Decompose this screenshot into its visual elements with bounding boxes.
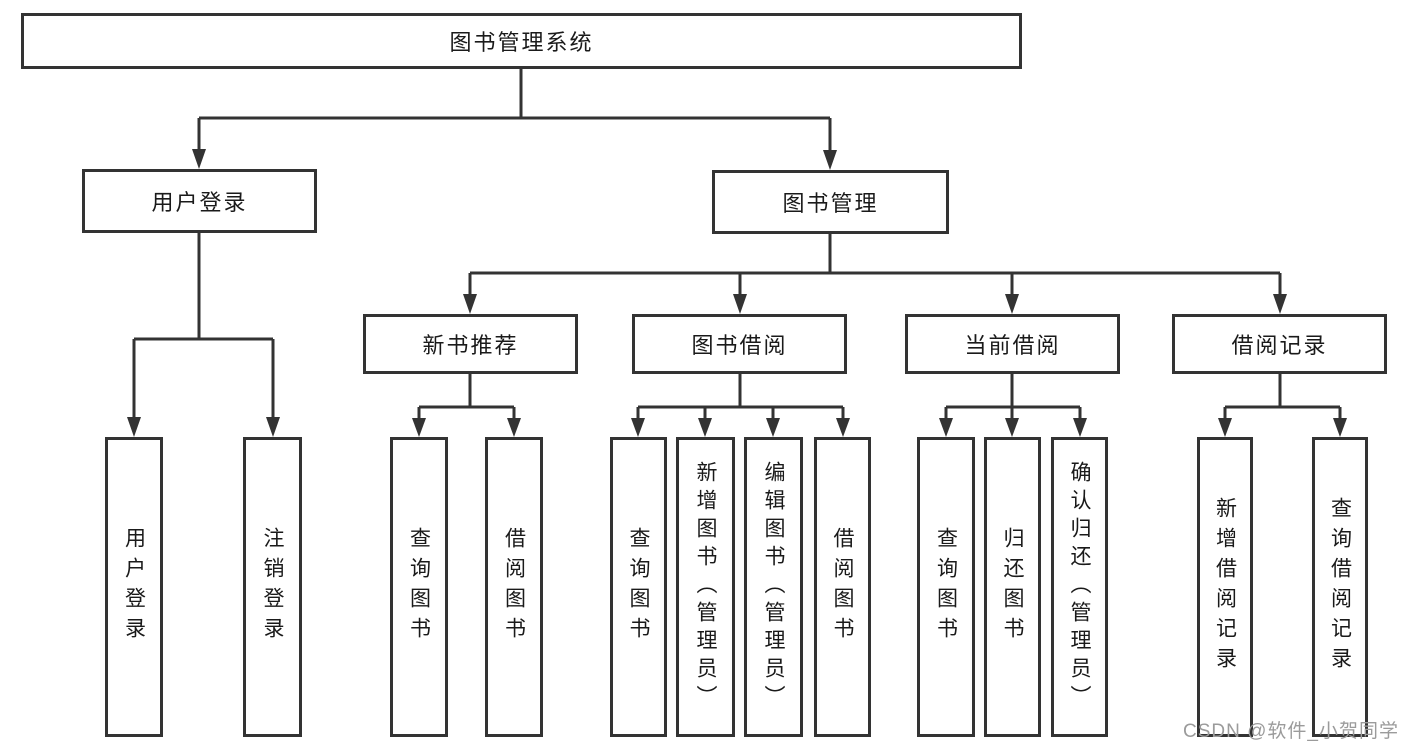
node-book-borrow-label: 图书借阅 [691, 333, 788, 358]
leaf-query-book-current-label: 查询图书 [934, 527, 958, 647]
leaf-edit-book-admin-label: 编辑图书（管理员） [762, 461, 785, 713]
node-new-book-rec-label: 新书推荐 [422, 333, 519, 358]
leaf-query-borrow-record: 查询借阅记录 [1312, 437, 1368, 737]
node-root: 图书管理系统 [21, 13, 1022, 69]
leaf-return-book-label: 归还图书 [1001, 527, 1024, 647]
leaf-add-borrow-record: 新增借阅记录 [1197, 437, 1253, 737]
leaf-query-borrow-record-label: 查询借阅记录 [1328, 497, 1352, 677]
connector-current-borrow-to-leaves [939, 374, 1087, 437]
connector-user-login-to-leaves [127, 233, 280, 437]
leaf-query-book-borrow: 查询图书 [610, 437, 667, 737]
csdn-watermark: CSDN @软件_小贺同学 [1183, 721, 1399, 742]
leaf-query-book-current: 查询图书 [917, 437, 975, 737]
node-root-label: 图书管理系统 [449, 30, 594, 55]
leaf-user-login: 用户登录 [105, 437, 163, 737]
leaf-query-book-rec: 查询图书 [390, 437, 448, 737]
node-current-borrow: 当前借阅 [905, 314, 1120, 374]
connector-root-to-level2 [192, 69, 837, 170]
leaf-query-book-borrow-label: 查询图书 [627, 527, 650, 647]
leaf-logout-label: 注销登录 [261, 527, 284, 647]
node-user-login: 用户登录 [82, 169, 317, 233]
leaf-user-login-label: 用户登录 [122, 527, 146, 647]
connector-book-borrow-to-leaves [631, 374, 850, 437]
connector-new-book-rec-to-leaves [412, 374, 521, 437]
leaf-borrow-book-borrow: 借阅图书 [814, 437, 871, 737]
node-book-borrow: 图书借阅 [632, 314, 847, 374]
leaf-return-book: 归还图书 [984, 437, 1041, 737]
leaf-confirm-return-admin-label: 确认归还（管理员） [1068, 461, 1091, 713]
leaf-add-borrow-record-label: 新增借阅记录 [1213, 497, 1237, 677]
node-book-mgmt: 图书管理 [712, 170, 949, 234]
leaf-query-book-rec-label: 查询图书 [407, 527, 431, 647]
node-borrow-records-label: 借阅记录 [1231, 333, 1328, 358]
leaf-borrow-book-borrow-label: 借阅图书 [831, 527, 854, 647]
node-new-book-rec: 新书推荐 [363, 314, 578, 374]
leaf-borrow-book-rec: 借阅图书 [485, 437, 543, 737]
node-current-borrow-label: 当前借阅 [964, 333, 1061, 358]
node-borrow-records: 借阅记录 [1172, 314, 1387, 374]
leaf-add-book-admin: 新增图书（管理员） [676, 437, 735, 737]
leaf-borrow-book-rec-label: 借阅图书 [502, 527, 526, 647]
connector-book-mgmt-to-mid [463, 234, 1287, 314]
leaf-logout: 注销登录 [243, 437, 302, 737]
node-book-mgmt-label: 图书管理 [782, 191, 879, 216]
leaf-edit-book-admin: 编辑图书（管理员） [744, 437, 803, 737]
leaf-add-book-admin-label: 新增图书（管理员） [694, 461, 717, 713]
connector-borrow-records-to-leaves [1218, 374, 1347, 437]
node-user-login-label: 用户登录 [151, 190, 248, 215]
leaf-confirm-return-admin: 确认归还（管理员） [1051, 437, 1108, 737]
